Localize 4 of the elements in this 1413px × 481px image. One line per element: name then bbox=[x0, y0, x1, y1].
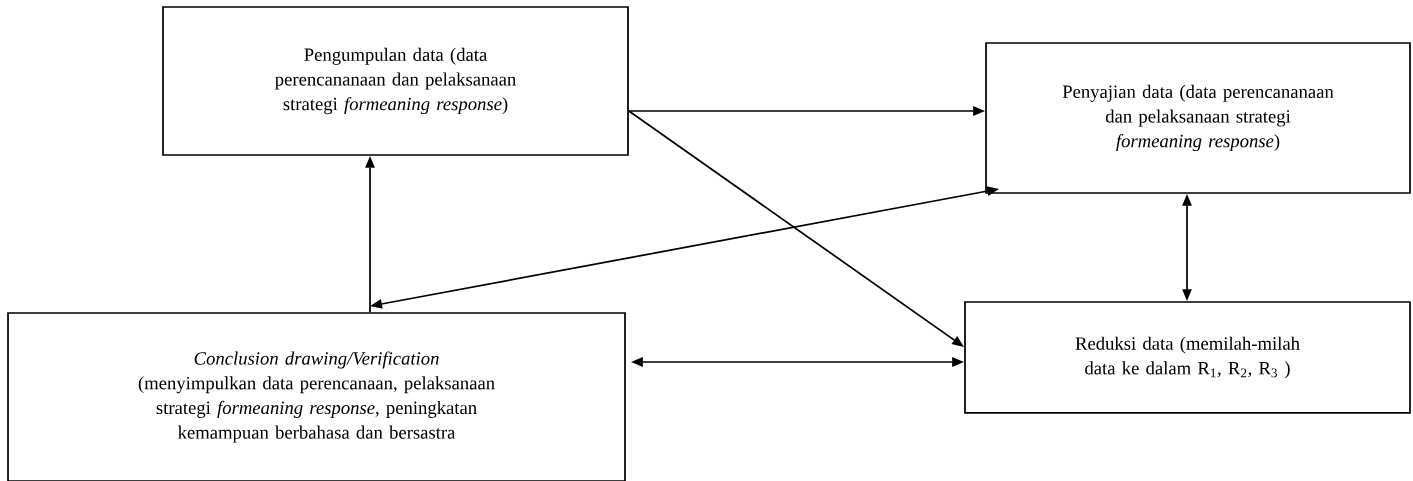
process-box: Reduksi data (memilah-milah data ke dalam R$_{1}$, R$_{2}$, R$_{3}$ ) bbox=[964, 301, 1411, 414]
process-box: Conclusion drawing/Verification (menyimpulkan data perencanaan, pelaksanaan strategi formeaning response, peningkatan kemampuan berbahasa dan bersastra bbox=[7, 312, 626, 481]
process-box: Pengumpulan data (data perencananaan dan pelaksanaan strategi formeaning response) bbox=[162, 6, 629, 156]
process-box: Penyajian data (data perencananaan dan pelaksanaan strategi formeaning response) bbox=[985, 42, 1411, 194]
